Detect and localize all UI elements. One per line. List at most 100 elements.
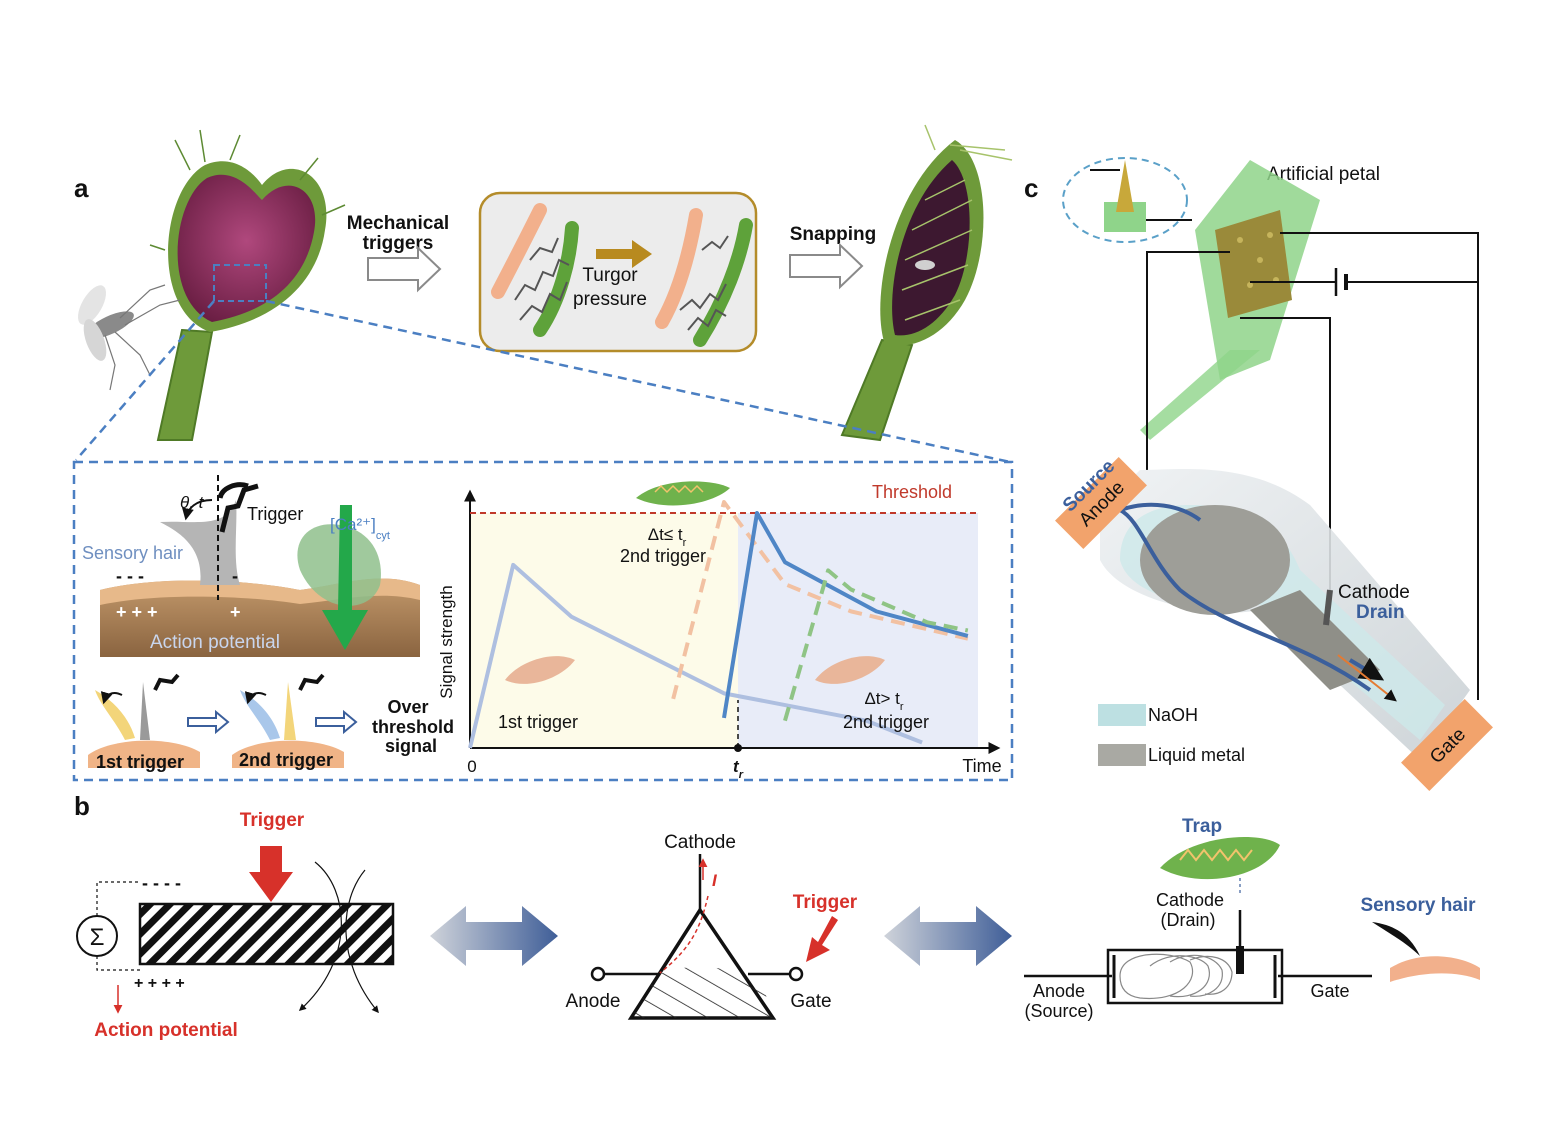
circuit-cathode-label-1: Cathode xyxy=(1156,890,1224,910)
gate-terminal xyxy=(788,966,804,982)
circuit-trap-teeth-icon xyxy=(1179,848,1253,862)
artificial-petal-illustration xyxy=(1140,160,1320,440)
circuit-trap-icon xyxy=(1160,836,1280,880)
liquid-metal-device xyxy=(1100,469,1470,760)
turgor-pressure-box xyxy=(478,191,758,353)
signal-strength-chart xyxy=(464,481,1001,754)
signal-series-line-4 xyxy=(783,568,969,722)
snapping-label: Snapping xyxy=(790,224,877,245)
legend-swatch-liquid-metal xyxy=(1098,744,1146,766)
chart-first-trigger-label: 1st trigger xyxy=(498,712,578,732)
panel-b-plus-row: + + + + xyxy=(134,975,185,992)
calcium-text: [Ca²⁺] xyxy=(330,515,376,534)
zoom-line-right xyxy=(265,299,1011,464)
short-interval-text: Δt≤ t xyxy=(648,525,683,544)
equivalence-arrow-right xyxy=(884,906,1012,966)
circuit-gate-label: Gate xyxy=(1310,981,1349,1001)
chart-tr-tick-sub: r xyxy=(739,769,744,781)
panel-label-c: c xyxy=(1024,173,1038,203)
long-interval-label-1: Δt> tr xyxy=(864,689,903,713)
device-triangle-hatch xyxy=(631,967,773,1018)
legend-label-liquid-metal: Liquid metal xyxy=(1148,745,1245,765)
membrane-plus-single: + xyxy=(230,602,241,622)
turgor-label-2: pressure xyxy=(573,289,647,310)
circuit-sensory-hair-label: Sensory hair xyxy=(1360,895,1476,916)
cathode-label: Cathode xyxy=(1338,582,1410,603)
chart-region-before-tr xyxy=(470,513,738,748)
trap-label: Trap xyxy=(1182,816,1222,837)
sensory-hair-scene xyxy=(100,475,420,657)
panel-label-a: a xyxy=(74,173,89,203)
signal-series-line-2 xyxy=(671,500,969,700)
open-flytrap-illustration xyxy=(149,129,346,441)
circuit-sensory-hair-base xyxy=(1390,956,1480,982)
short-interval-label-1: Δt≤ tr xyxy=(648,525,687,549)
closed-flytrap-illustration xyxy=(840,124,1013,442)
chart-y-axis-label: Signal strength xyxy=(437,585,456,698)
anode-terminal xyxy=(590,966,606,982)
circuit-anode-label-1: Anode xyxy=(1033,981,1085,1001)
zoom-line-left xyxy=(75,300,215,461)
signal-series-line-3 xyxy=(722,511,969,719)
panel-b-action-potential-label: Action potential xyxy=(94,1020,238,1041)
long-interval-text: Δt> t xyxy=(864,689,900,708)
petal-zoom-ellipse xyxy=(1062,157,1192,243)
chart-tr-tick-label: tr xyxy=(733,757,744,781)
short-interval-label-2: 2nd trigger xyxy=(620,546,706,566)
second-trigger-label: 2nd trigger xyxy=(239,750,333,770)
field-line-1 xyxy=(298,861,342,1011)
tr-tick-marker xyxy=(734,744,742,752)
snapping-arrow xyxy=(789,242,864,290)
summation-link-top xyxy=(96,881,140,916)
circuit-cathode-label-2: (Drain) xyxy=(1160,910,1215,930)
mechanical-triggers-label-1: Mechanical xyxy=(347,213,449,234)
current-label: I xyxy=(712,871,718,890)
zoom-inset-frame xyxy=(72,460,1014,782)
chart-series-group xyxy=(468,500,969,749)
equivalence-arrow-left xyxy=(430,906,558,966)
legend-swatch-naoh xyxy=(1098,704,1146,726)
sensory-hair-icon-first xyxy=(505,656,575,684)
long-interval-label-2: 2nd trigger xyxy=(843,712,929,732)
drain-label: Drain xyxy=(1356,602,1405,623)
chart-x-origin-label: 0 xyxy=(467,757,476,776)
first-trigger-label: 1st trigger xyxy=(96,752,184,772)
sensory-hair-icon-second xyxy=(815,656,885,684)
circuit-anode-label-2: (Source) xyxy=(1024,1001,1093,1021)
device-trigger-arrow xyxy=(806,916,838,962)
device-anode-label: Anode xyxy=(566,991,621,1012)
trigger-sequence-illustration xyxy=(88,673,358,768)
chart-x-axis-label: Time xyxy=(962,756,1001,776)
artificial-petal-label: Artificial petal xyxy=(1267,164,1380,185)
membrane-plus-signs: + + + xyxy=(116,602,158,622)
over-threshold-label-3: signal xyxy=(385,736,437,756)
calcium-label: [Ca²⁺]cyt xyxy=(330,515,390,542)
signal-series-line-1 xyxy=(468,562,923,749)
mosquito-illustration xyxy=(78,284,181,391)
sensory-hair-label: Sensory hair xyxy=(82,543,183,563)
over-threshold-label-2: threshold xyxy=(372,717,454,737)
long-interval-sub: r xyxy=(900,701,904,713)
mechanical-triggers-arrow xyxy=(367,245,442,293)
panel-c-wires xyxy=(1146,232,1479,700)
circuit-sensory-hair-icon xyxy=(1372,922,1420,956)
turgor-label-1: Turgor xyxy=(582,265,638,286)
device-gate-label: Gate xyxy=(790,991,831,1012)
device-cathode-label: Cathode xyxy=(664,832,736,853)
action-potential-inset-label: Action potential xyxy=(150,632,280,653)
membrane-minus-single: - xyxy=(232,566,238,586)
panel-b-minus-row: - - - - xyxy=(142,873,181,893)
over-threshold-label-1: Over xyxy=(387,697,428,717)
angle-time-label: θ, t xyxy=(180,493,205,512)
threshold-label: Threshold xyxy=(872,482,952,502)
short-interval-sub: r xyxy=(683,537,687,549)
trap-teeth-icon xyxy=(654,484,704,494)
cathode-electrode xyxy=(1236,946,1244,974)
trap-leaf-icon xyxy=(636,481,730,506)
summation-link-bottom xyxy=(96,956,140,971)
field-line-2 xyxy=(345,869,379,1014)
current-path xyxy=(655,895,709,977)
membrane-minus-signs: - - - xyxy=(116,566,144,586)
summation-symbol: Σ xyxy=(90,924,105,951)
